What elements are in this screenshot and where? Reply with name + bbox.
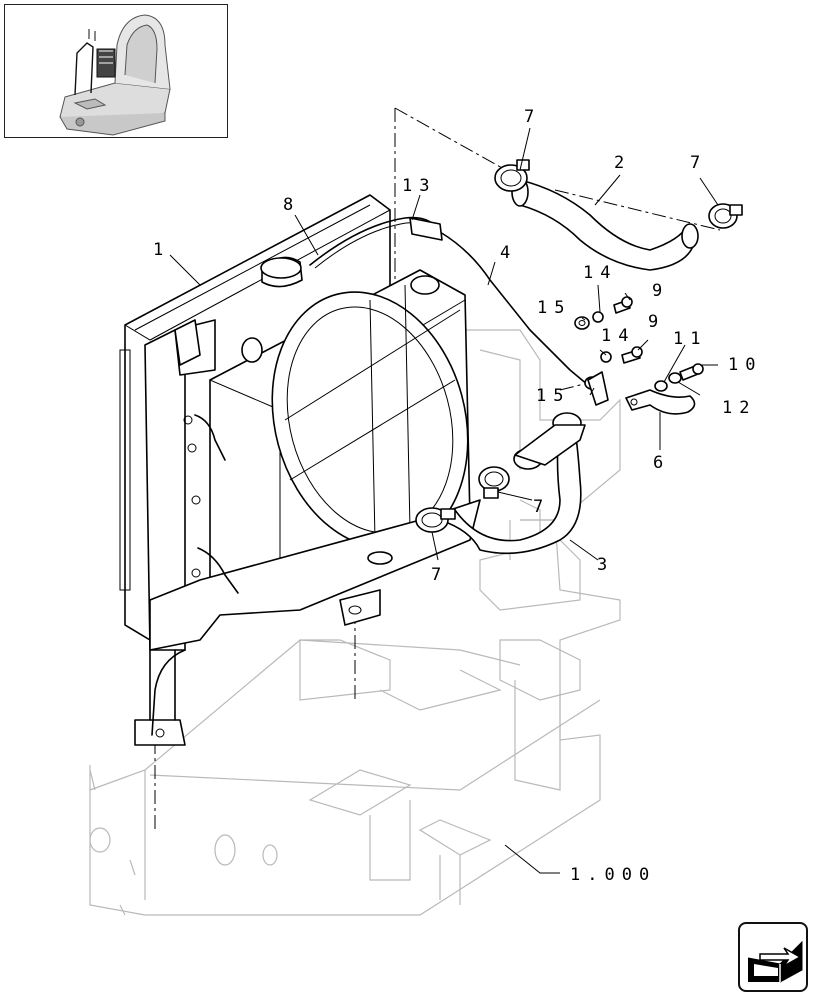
callout-12: 12	[722, 398, 756, 418]
callout-14a: 14	[583, 263, 617, 283]
overflow-tube	[309, 216, 601, 396]
callout-6: 6	[653, 453, 670, 473]
callout-7d: 7	[431, 565, 448, 585]
lower-hose	[415, 412, 586, 555]
callout-7c: 7	[533, 497, 550, 517]
callout-8: 8	[283, 195, 300, 215]
callout-2: 2	[614, 153, 631, 173]
hardware	[574, 296, 704, 415]
callout-13: 13	[402, 176, 436, 196]
upper-hose	[494, 159, 743, 271]
leader-lines	[169, 127, 719, 874]
callout-10: 10	[728, 355, 762, 375]
machine-overview-icon	[59, 14, 171, 136]
callout-9a: 9	[652, 281, 669, 301]
callout-14b: 14	[601, 326, 635, 346]
callout-4: 4	[500, 243, 517, 263]
callout-11: 11	[673, 329, 707, 349]
callout-15a: 15	[537, 298, 571, 318]
overview-thumbnail	[4, 4, 228, 138]
callout-9b: 9	[648, 312, 665, 332]
callout-7a: 7	[524, 107, 541, 127]
next-page-arrow-icon	[747, 940, 803, 983]
callout-1: 1	[153, 240, 170, 260]
callout-7b: 7	[690, 153, 707, 173]
callouts: 1 2 3 4 6 7 7 7 7 8 9 9 10 11 12 13 14 1…	[153, 107, 762, 885]
callout-15b: 15	[536, 386, 570, 406]
radiator-assembly	[119, 194, 481, 746]
callout-3: 3	[597, 555, 614, 575]
next-page-button[interactable]	[738, 922, 808, 992]
callout-1000: 1.000	[570, 865, 656, 885]
